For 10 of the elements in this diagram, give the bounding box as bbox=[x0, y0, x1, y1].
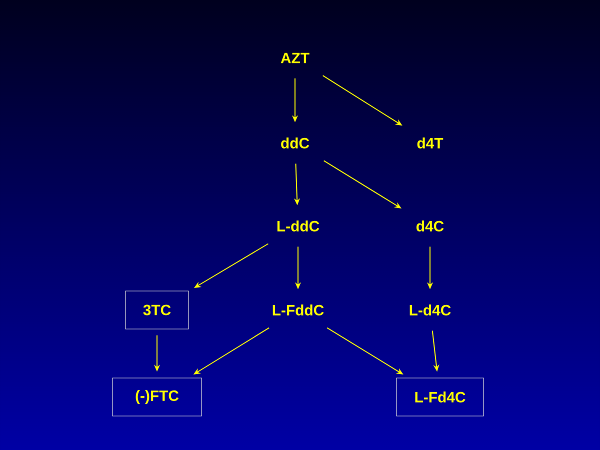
compound-box: 3TC bbox=[125, 290, 189, 330]
compound-label: L-d4C bbox=[410, 304, 451, 316]
compound-box: L-Fd4C bbox=[396, 378, 484, 416]
compound-label: AZT bbox=[280, 52, 310, 64]
compound-label: ddC bbox=[281, 138, 310, 148]
compound-label: L-FddC bbox=[272, 304, 324, 316]
compound-box: (-)FTC bbox=[112, 378, 202, 416]
compound-label: d4T bbox=[417, 138, 444, 148]
compound-label: d4C bbox=[416, 220, 444, 232]
compound-label: L-ddC bbox=[277, 220, 320, 232]
